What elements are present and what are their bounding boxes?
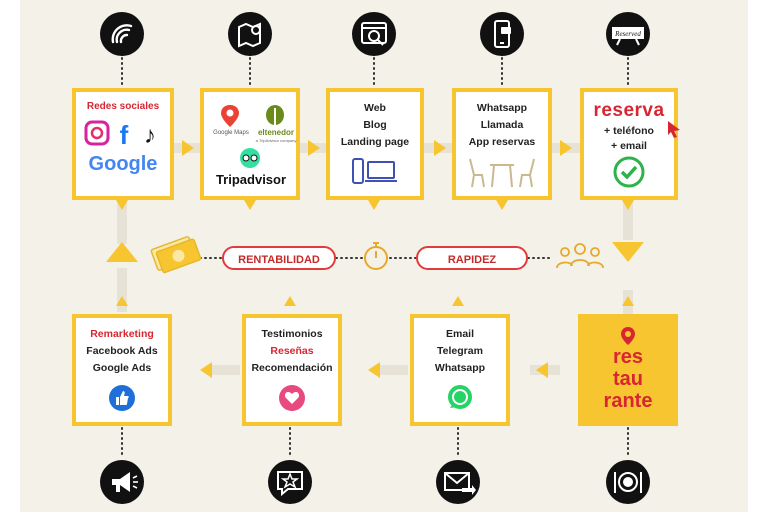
thumbs-up-icon (109, 385, 135, 411)
redes-sociales-title: Redes sociales (86, 101, 160, 112)
card-mensajeria: Email Telegram Whatsapp (410, 314, 510, 426)
llamada-item: Llamada (480, 119, 524, 131)
rapidez-pill: RAPIDEZ (416, 246, 528, 270)
email-channel-item: Email (445, 328, 474, 340)
stopwatch-icon (364, 242, 388, 270)
whatsapp-channel-item: Whatsapp (434, 362, 486, 374)
location-pin-icon (621, 327, 635, 345)
card-redes-sociales: Redes sociales f ♪ Google (72, 88, 174, 200)
money-icon (150, 236, 202, 274)
map-pin-icon (228, 12, 272, 56)
blog-item: Blog (363, 119, 387, 131)
rentabilidad-pill: RENTABILIDAD (222, 246, 336, 270)
google-logo: Google (88, 153, 158, 175)
social-icons: f ♪ (84, 120, 156, 149)
eltenedor-icon (266, 105, 284, 125)
reserva-title: reserva (593, 100, 665, 121)
telefono-item: + teléfono (604, 125, 654, 137)
landing-page-item: Landing page (340, 136, 410, 148)
google-maps-icon (221, 105, 239, 127)
app-reservas-item: App reservas (468, 136, 536, 148)
restaurante-line-2: tau (613, 368, 643, 390)
remarketing-item: Remarketing (90, 328, 154, 340)
star-chat-icon (268, 460, 312, 504)
phone-chat-icon (480, 12, 524, 56)
tripadvisor-label: Tripadvisor (215, 172, 287, 187)
card-reserva: reserva + teléfono + email (580, 88, 680, 200)
reserved-sign-icon: Reserved (606, 12, 650, 56)
google-maps-label: Google Maps (213, 130, 249, 136)
megaphone-icon (100, 460, 144, 504)
checkmark-icon (613, 156, 645, 188)
card-web: Web Blog Landing page (326, 88, 424, 200)
heart-icon (279, 385, 305, 411)
email-item: + email (611, 140, 647, 152)
card-restaurante: res tau rante (578, 314, 678, 426)
cursor-icon (668, 121, 680, 138)
recomendacion-item: Recomendación (251, 362, 333, 374)
facebook-icon: f (120, 120, 129, 149)
card-remarketing: Remarketing Facebook Ads Google Ads (72, 314, 172, 426)
card-testimonios: Testimonios Reseñas Recomendación (242, 314, 342, 426)
eltenedor-sublabel: a TripAdvisor company (255, 138, 297, 143)
google-ads-item: Google Ads (92, 362, 152, 374)
tripadvisor-icon (240, 148, 260, 168)
restaurante-line-3: rante (603, 390, 653, 412)
whatsapp-icon (448, 385, 472, 409)
eltenedor-label: eltenedor (257, 128, 294, 137)
wifi-icon (100, 12, 144, 56)
group-icon (556, 243, 604, 269)
table-chairs-icon (469, 158, 535, 188)
facebook-ads-item: Facebook Ads (86, 345, 158, 357)
telegram-item: Telegram (437, 345, 483, 357)
envelope-send-icon (436, 460, 480, 504)
web-browser-icon (352, 12, 396, 56)
web-item: Web (364, 102, 386, 114)
card-directorios: Google Maps eltenedor a TripAdvisor comp… (200, 88, 300, 200)
whatsapp-item: Whatsapp (476, 102, 528, 114)
instagram-icon (84, 120, 110, 146)
reserved-sign-text: Reserved (614, 30, 641, 38)
devices-icon (352, 158, 397, 184)
restaurante-line-1: res (612, 346, 644, 368)
testimonios-item: Testimonios (261, 328, 323, 340)
resenas-item: Reseñas (270, 345, 314, 357)
plate-cutlery-icon (606, 460, 650, 504)
card-contacto: Whatsapp Llamada App reservas (452, 88, 552, 200)
tiktok-icon: ♪ (144, 122, 156, 149)
